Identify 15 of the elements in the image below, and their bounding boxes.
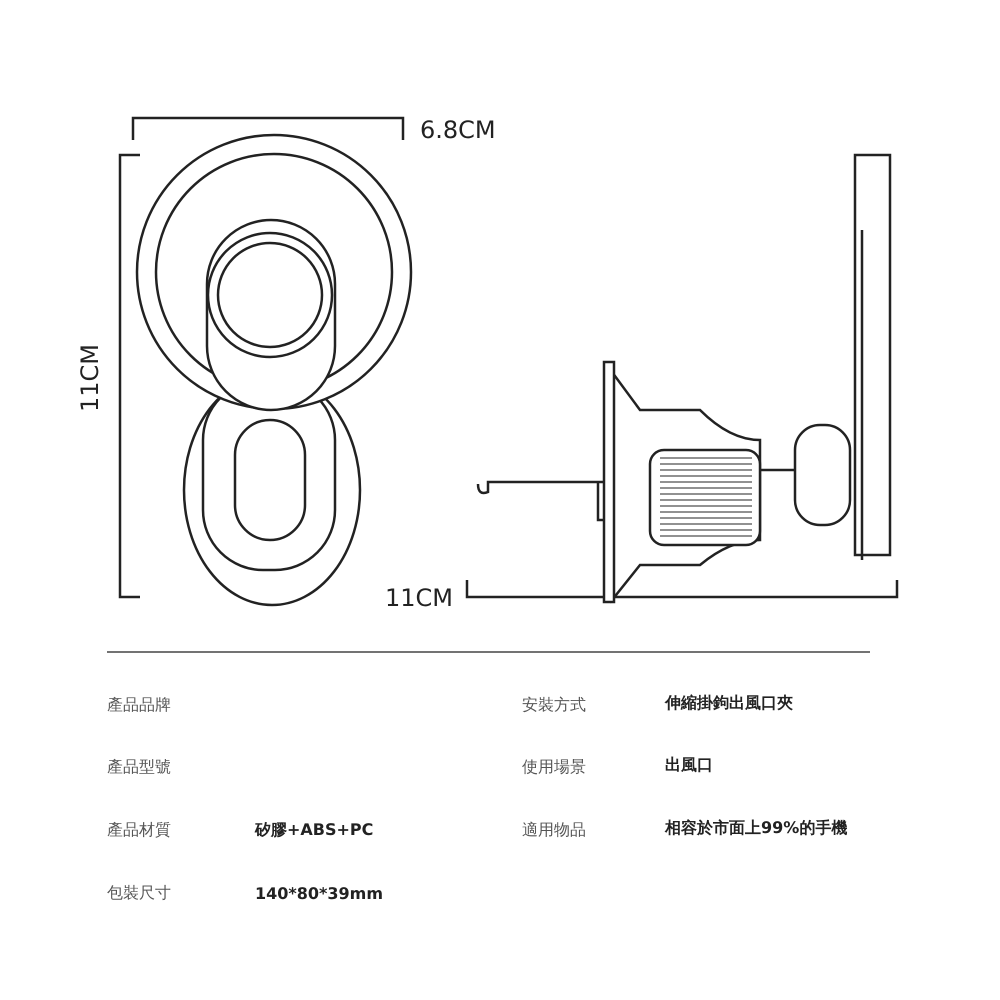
spec-label: 適用物品 [522, 822, 586, 838]
spec-label: 產品品牌 [107, 697, 171, 713]
spec-value: 伸縮掛鉤出風口夾 [665, 695, 793, 711]
spec-value: 出風口 [665, 757, 713, 773]
spec-value: 相容於市面上99%的手機 [665, 820, 848, 836]
spec-value: 矽膠+ABS+PC [255, 822, 374, 838]
spec-label: 產品材質 [107, 822, 171, 838]
spec-label: 產品型號 [107, 759, 171, 775]
spec-label: 安裝方式 [522, 697, 586, 713]
spec-value: 140*80*39mm [255, 886, 384, 902]
dimension-label: 6.8CM [420, 118, 496, 142]
dimension-label: 11CM [385, 586, 454, 610]
spec-label: 使用場景 [522, 759, 586, 775]
spec-label: 包裝尺寸 [107, 885, 171, 901]
dimension-label: 11CM [78, 344, 102, 412]
